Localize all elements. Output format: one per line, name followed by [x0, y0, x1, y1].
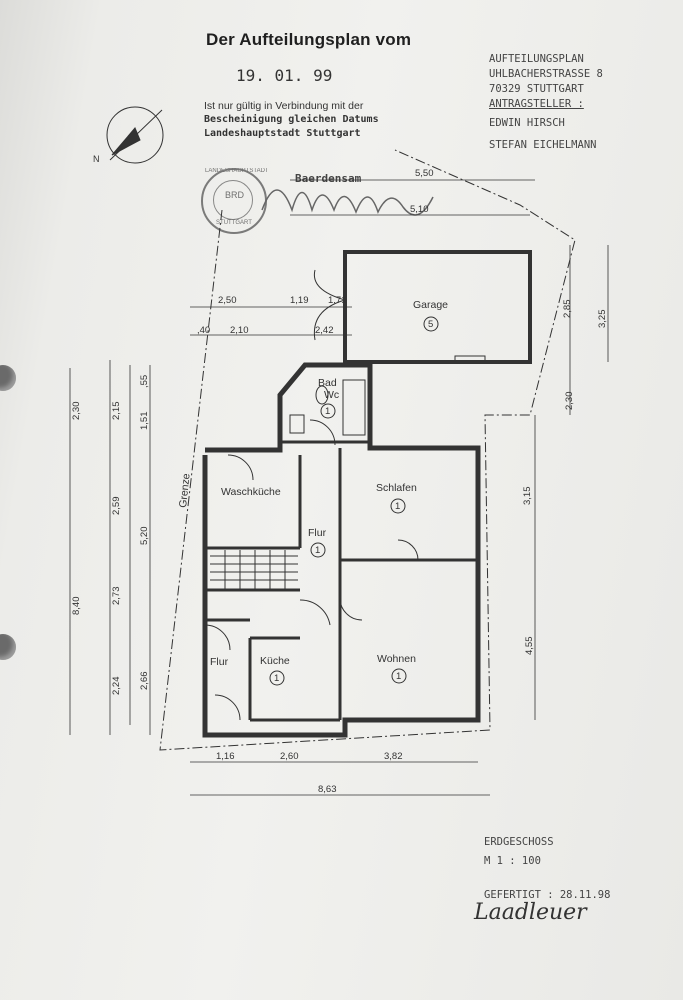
dim-left-b-1: 2,15: [111, 402, 122, 421]
dim-bottom2-1: 8,63: [318, 784, 337, 795]
dim-left-c-2: 1,51: [139, 412, 150, 431]
page-title: Der Aufteilungsplan vom: [206, 30, 412, 49]
dimension-lines: [69, 179, 609, 796]
dim-top-2: 5,10: [410, 204, 429, 215]
dim-garage-row1-1: 2,50: [218, 295, 237, 306]
dim-garage-row2-1: ,40: [197, 325, 210, 336]
compass-icon: [106, 106, 164, 164]
dim-garage-row1-2: 1,19: [290, 295, 309, 306]
room-flur-label: Flur: [308, 527, 327, 539]
validity-line-2: Bescheinigung gleichen Datums: [204, 114, 379, 125]
room-wc-label: Wc: [324, 389, 339, 401]
toilet: [315, 385, 329, 405]
project-header: AUFTEILUNGSPLAN UHLBACHERSTRASSE 8 70329…: [489, 52, 603, 153]
room-kueche-number: 1: [274, 673, 279, 684]
grenze-label: Grenze: [177, 473, 193, 509]
dim-left-b-3: 2,73: [111, 587, 122, 606]
dim-left-c-4: 2,66: [139, 672, 150, 691]
dim-right-a-2: 2,30: [564, 392, 575, 411]
room-garage-label: Garage: [413, 299, 448, 311]
room-flur-number: 1: [315, 545, 320, 556]
washbasin: [289, 414, 305, 434]
room-wohnen-label: Wohnen: [377, 653, 416, 665]
dim-left-a-1: 2,30: [71, 402, 82, 421]
applicant-1: EDWIN HIRSCH: [489, 117, 565, 129]
room-schlafen-label: Schlafen: [376, 482, 417, 494]
room-garage-number: 5: [428, 319, 433, 330]
stamp-center-text: BRD: [225, 190, 245, 200]
dim-top-1: 5,50: [415, 168, 434, 179]
dim-left-b-2: 2,59: [111, 497, 122, 516]
dim-garage-row2-3: 2,42: [315, 325, 334, 336]
validity-note: Ist nur gültig in Verbindung mit der Bes…: [204, 99, 424, 141]
dim-bottom1-1: 1,16: [216, 751, 235, 762]
dim-bottom1-3: 3,82: [384, 751, 403, 762]
stamp-emblem-icon: [213, 180, 253, 220]
dim-right-a-1: 2,85: [562, 300, 573, 319]
dim-garage-row2-2: 2,10: [230, 325, 249, 336]
room-kueche-label: Küche: [260, 655, 290, 667]
dim-right-b-1: 3,25: [597, 310, 608, 329]
footer-signature: Laadleuer: [474, 900, 587, 925]
applicant-label: ANTRAGSTELLER :: [489, 98, 584, 110]
dim-bottom1-2: 2,60: [280, 751, 299, 762]
building-outer-walls: [202, 362, 481, 738]
project-city: 70329 STUTTGART: [489, 83, 584, 95]
dim-left-c-3: 5,20: [139, 527, 150, 546]
validity-line-3: Landeshauptstadt Stuttgart: [204, 128, 361, 139]
staircase: [210, 550, 298, 590]
project-street: UHLBACHERSTRASSE 8: [489, 68, 603, 80]
bathtub: [342, 379, 366, 436]
binder-hole-bottom: [0, 634, 16, 660]
room-schlafen-number: 1: [395, 501, 400, 512]
plot-boundary: [159, 149, 576, 751]
door-swings: [204, 419, 419, 721]
stamp-date: 19. 01. 99: [236, 66, 333, 85]
compass-north-label: N: [93, 154, 100, 164]
room-waschkueche-label: Waschküche: [221, 486, 281, 498]
room-flur-left-label: Flur: [210, 656, 229, 668]
official-stamp: LANDESHAUPTSTADT BRD STUTTGART: [201, 168, 269, 234]
signature-overlay-text: Baerdensam: [295, 172, 362, 185]
signature-scribble: [261, 189, 434, 216]
dim-left-c-1: ,55: [139, 375, 150, 388]
room-bad-number: 1: [325, 406, 330, 417]
interior-walls: [205, 440, 478, 722]
room-wohnen-number: 1: [396, 671, 401, 682]
stamp-top-text: LANDESHAUPTSTADT: [205, 168, 269, 174]
dim-right-a-4: 4,55: [524, 637, 535, 656]
dim-left-b-4: 2,24: [111, 677, 122, 696]
binder-hole-top: [0, 365, 16, 391]
dim-left-a-2: 8,40: [71, 597, 82, 616]
stamp-bottom-text: STUTTGART: [216, 220, 252, 226]
validity-line-1: Ist nur gültig in Verbindung mit der: [204, 100, 364, 112]
project-title: AUFTEILUNGSPLAN: [489, 53, 584, 65]
drawing-scale: M 1 : 100: [484, 855, 541, 867]
dim-garage-row1-3: 1,71: [328, 295, 347, 306]
dim-right-a-3: 3,15: [522, 487, 533, 506]
applicant-2: STEFAN EICHELMANN: [489, 139, 597, 151]
floor-name: ERDGESCHOSS: [484, 836, 554, 848]
room-bad-label: Bad: [318, 377, 337, 389]
made-date: GEFERTIGT : 28.11.98: [484, 889, 611, 901]
